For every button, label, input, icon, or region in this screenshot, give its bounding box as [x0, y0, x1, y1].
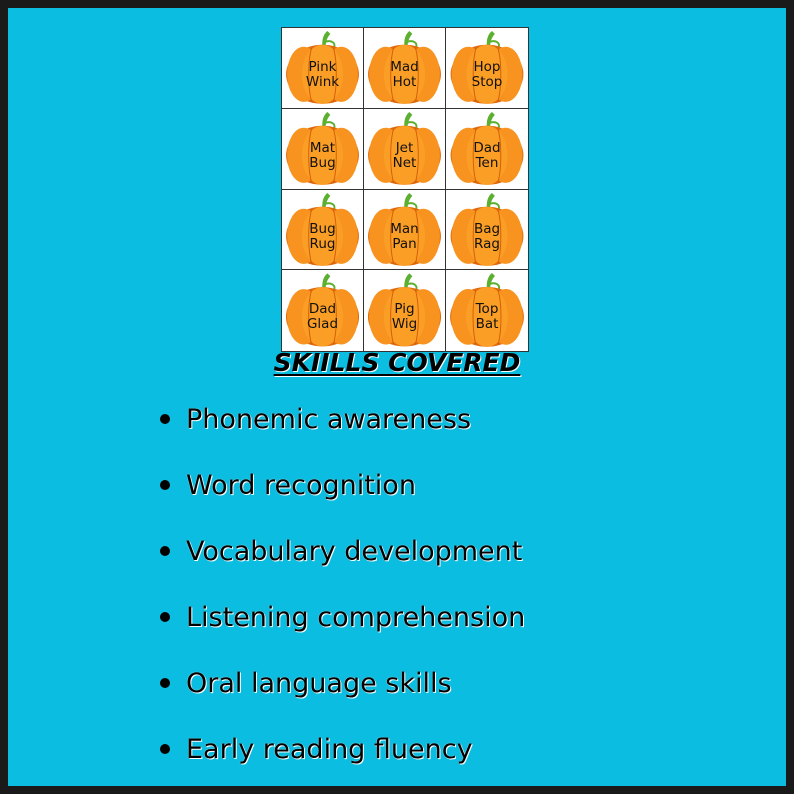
card-word-bottom: Wink: [305, 74, 340, 90]
card-word-bottom: Pan: [392, 235, 417, 252]
card-word-bottom: Ten: [475, 154, 499, 171]
card-word-top: Pig: [394, 301, 415, 318]
card-word-top: Top: [475, 301, 499, 318]
card-word-bottom: Rag: [474, 235, 500, 252]
skill-label: Word recognition: [186, 469, 416, 501]
card-word-bottom: Net: [392, 154, 417, 171]
section-heading: SKIILLS COVERED: [273, 348, 521, 377]
list-item: Listening comprehension: [158, 584, 525, 650]
bullet-icon: [160, 480, 170, 490]
card-word-top: Mad: [390, 59, 419, 75]
list-item: Early reading fluency: [158, 716, 525, 782]
list-item: Word recognition: [158, 452, 525, 518]
list-item: Phonemic awareness: [158, 386, 525, 452]
card-word-top: Jet: [395, 139, 414, 156]
skill-label: Phonemic awareness: [186, 403, 472, 435]
card-word-top: Pink: [308, 59, 337, 75]
skills-list: Phonemic awareness Word recognition Voca…: [158, 386, 525, 782]
card-word-bottom: Hot: [392, 74, 417, 90]
skill-label: Oral language skills: [186, 667, 452, 699]
skill-label: Listening comprehension: [186, 601, 526, 633]
card-word-bottom: Stop: [471, 74, 503, 90]
card-word-bottom: Glad: [306, 316, 339, 333]
card-word-top: Hop: [473, 59, 501, 75]
card-word-top: Mat: [309, 139, 336, 156]
skill-label: Early reading fluency: [186, 733, 473, 765]
card-word-bottom: Bug: [309, 154, 336, 171]
card-word-bottom: Rug: [309, 235, 336, 252]
card-word-bottom: Bat: [475, 316, 499, 333]
list-item: Oral language skills: [158, 650, 525, 716]
list-item: Vocabulary development: [158, 518, 525, 584]
skill-label: Vocabulary development: [186, 535, 523, 567]
card-word-top: Dad: [473, 139, 501, 156]
bullet-icon: [160, 744, 170, 754]
card-word-bottom: Wig: [391, 316, 418, 333]
bullet-icon: [160, 678, 170, 688]
card-word-top: Bag: [473, 220, 501, 237]
card-word-top: Bug: [309, 220, 336, 237]
bullet-icon: [160, 414, 170, 424]
card-word-top: Man: [390, 220, 419, 237]
card-word-top: Dad: [308, 301, 337, 318]
bullet-icon: [160, 546, 170, 556]
bullet-icon: [160, 612, 170, 622]
